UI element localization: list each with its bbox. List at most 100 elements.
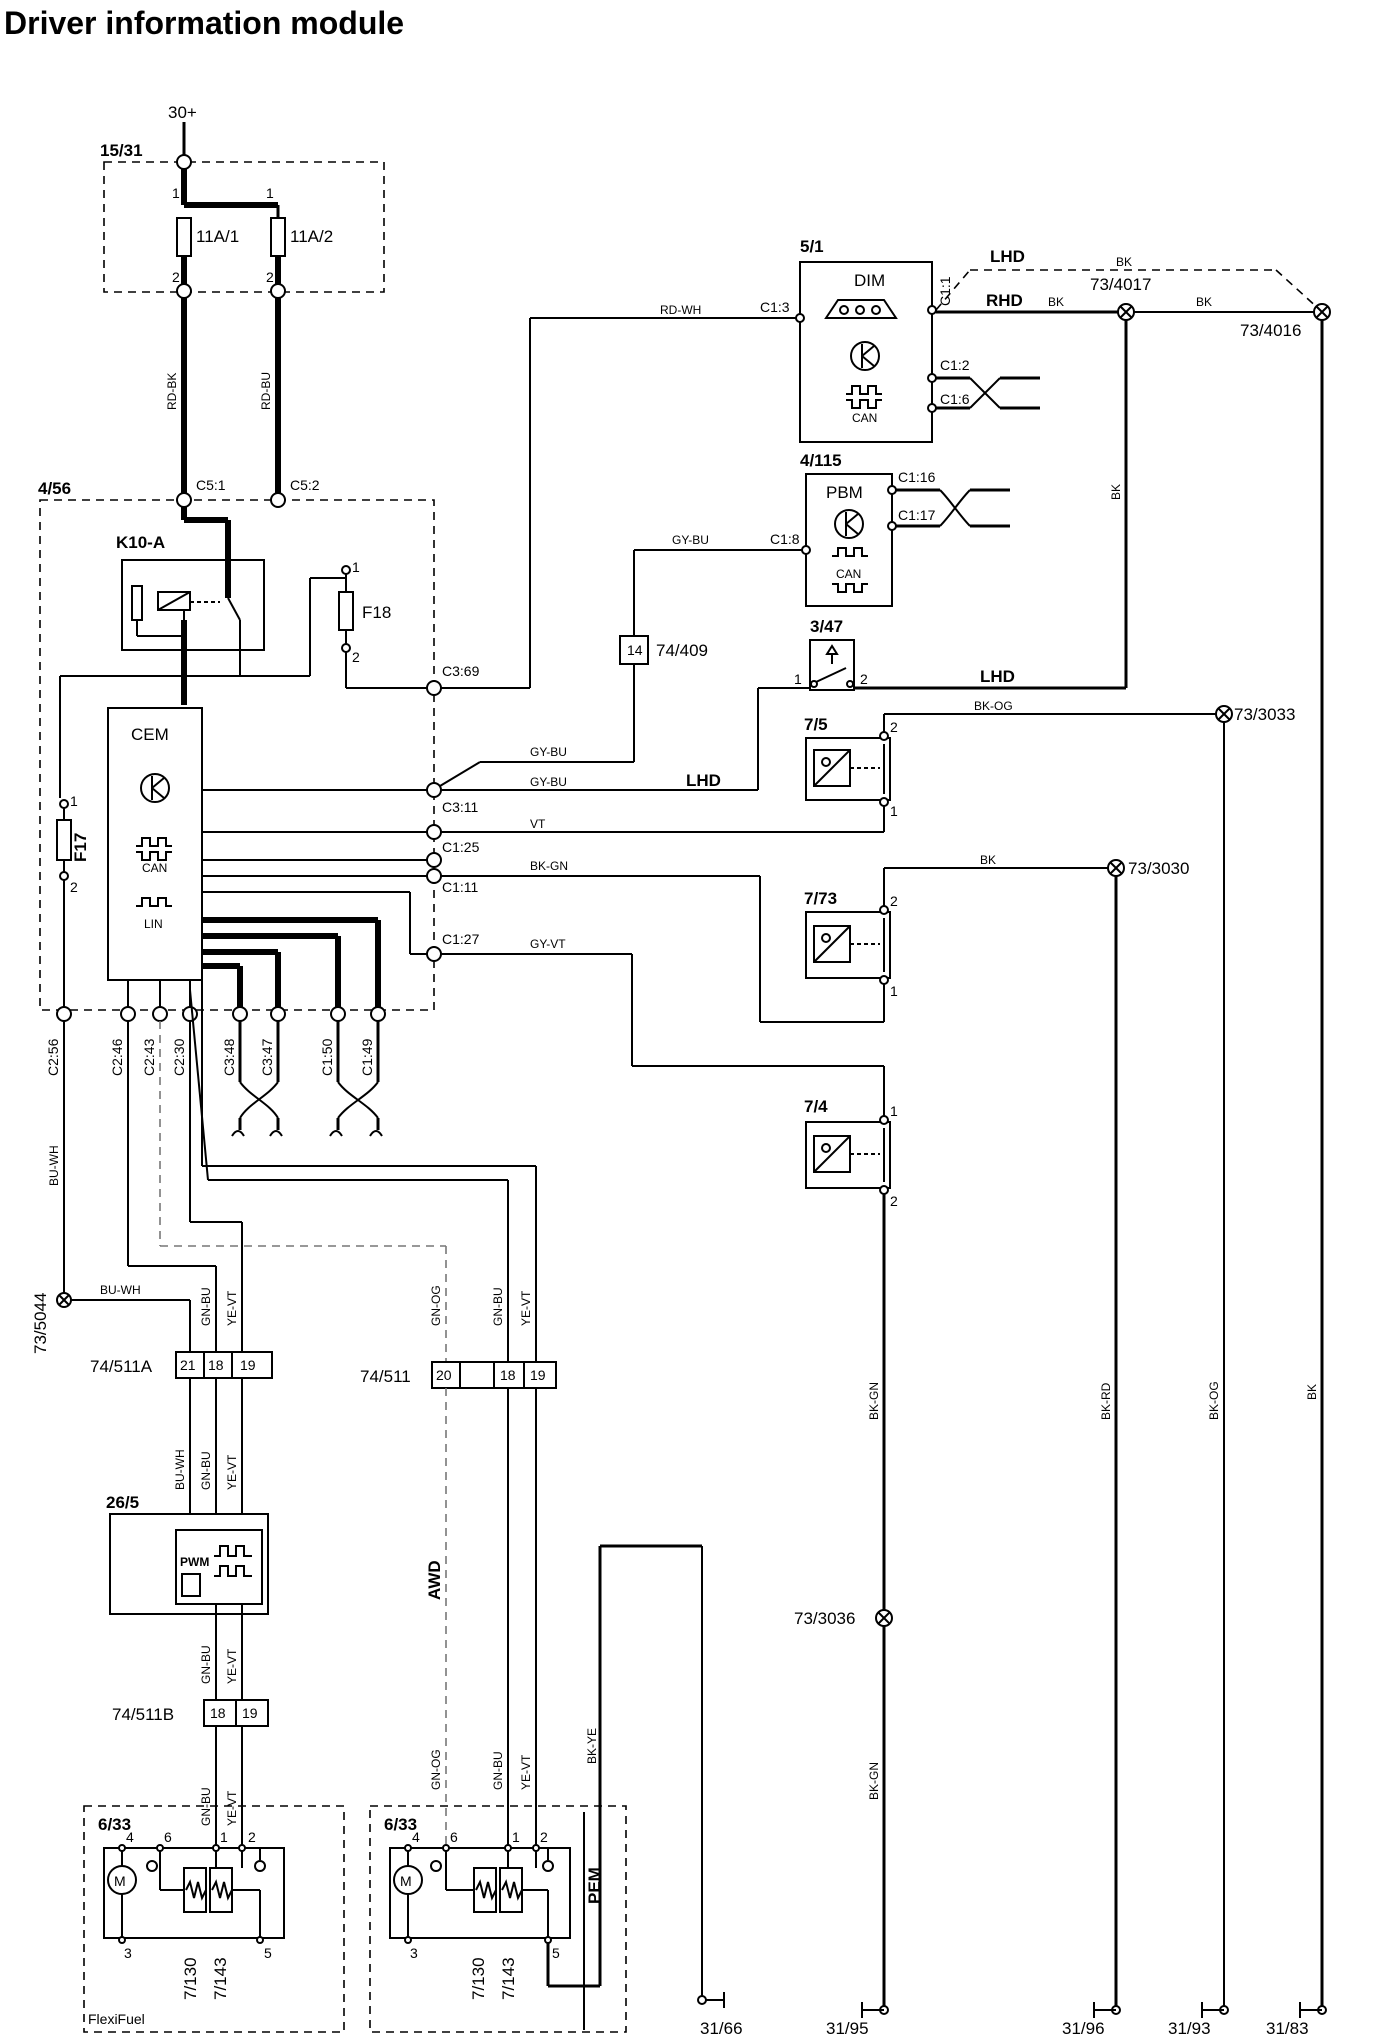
pin-label: 19: [242, 1705, 258, 1721]
cem-unit: [107, 707, 203, 981]
wire-label: BU-WH: [47, 1145, 61, 1186]
pin-label: C1:27: [442, 931, 480, 947]
connector-ref: 74/409: [656, 641, 708, 660]
fuse-11a1-label: 11A/1: [196, 227, 239, 246]
pin-label: C1:11: [442, 879, 479, 895]
lhd-label: LHD: [990, 247, 1025, 266]
earth-label: 31/95: [826, 2019, 869, 2038]
module-ref: 26/5: [106, 1493, 139, 1512]
earth-label: 31/96: [1062, 2019, 1105, 2038]
pump-flexifuel-housing: [83, 1805, 345, 2033]
pin-label: 5: [552, 1945, 560, 1961]
wire-label: BK-OG: [974, 699, 1013, 713]
wire-label: VT: [530, 817, 546, 831]
pin-label: 2: [540, 1829, 548, 1845]
pin-label: C5:2: [290, 477, 320, 493]
dim-name: DIM: [854, 271, 885, 290]
ground-label: 73/3030: [1128, 859, 1189, 878]
sensor-ref: 7/73: [804, 889, 837, 908]
sensor-ref: 7/4: [804, 1097, 828, 1116]
pbm-can-label: CAN: [836, 567, 861, 581]
ground-label: 73/3033: [1234, 705, 1295, 724]
pin-label: 1: [794, 671, 802, 687]
wire-label: YE-VT: [519, 1290, 533, 1326]
wire-label: BK: [1196, 295, 1212, 309]
connector-ref: 74/511B: [112, 1705, 174, 1724]
wire-label: RD-BU: [259, 372, 273, 410]
component-label: 7/143: [211, 1957, 230, 2000]
pin-label: C2:43: [141, 1038, 157, 1076]
pump-ref: 6/33: [384, 1815, 417, 1834]
pin-label: 1: [70, 793, 78, 809]
wire-label: GN-BU: [199, 1645, 213, 1684]
pbm-name: PBM: [826, 483, 863, 502]
wire-label: BU-WH: [100, 1283, 141, 1297]
rhd-label: RHD: [986, 291, 1023, 310]
pin-label: 2: [248, 1829, 256, 1845]
pin-label: 1: [890, 983, 898, 999]
wire-label: BK-GN: [867, 1762, 881, 1800]
pin-label: C3:48: [221, 1038, 237, 1076]
wire-label: GY-BU: [530, 775, 567, 789]
pin-label: 6: [450, 1829, 458, 1845]
pin-label: 20: [436, 1367, 452, 1383]
pin-label: 1: [890, 803, 898, 819]
wire-label: BK: [980, 853, 996, 867]
wire-label: YE-VT: [225, 1648, 239, 1684]
connector-ref: 74/511A: [90, 1357, 153, 1376]
flexifuel-label: FlexiFuel: [88, 2011, 145, 2027]
pin-label: 2: [890, 893, 898, 909]
dim-ref: 5/1: [800, 237, 824, 256]
fusebox-ref: 15/31: [100, 141, 143, 160]
awd-label: AWD: [425, 1560, 444, 1600]
connector-74-409: [619, 635, 649, 665]
pin-label: 2: [352, 649, 360, 665]
cem-can-label: CAN: [142, 861, 167, 875]
pin-label: 2: [266, 269, 274, 285]
component-label: 7/130: [181, 1957, 200, 2000]
fusebox-15-31: [103, 161, 385, 293]
wire-label: GN-BU: [199, 1451, 213, 1490]
pin-label: C1:2: [940, 357, 970, 373]
pin-label: 6: [164, 1829, 172, 1845]
wire-label: BK-OG: [1207, 1381, 1221, 1420]
fuse-f17: [56, 819, 72, 861]
cem-ref: 4/56: [38, 479, 71, 498]
dim-can-label: CAN: [852, 411, 877, 425]
lhd-label: LHD: [686, 771, 721, 790]
pin-label: 2: [890, 719, 898, 735]
pin-label: C1:49: [359, 1038, 375, 1076]
pin-label: 18: [208, 1357, 224, 1373]
fuse-11a2-label: 11A/2: [290, 227, 333, 246]
pin-label: C2:56: [45, 1038, 61, 1076]
pin-label: 1: [890, 1103, 898, 1119]
cem-name: CEM: [131, 725, 169, 744]
pin-label: C1:17: [898, 507, 936, 523]
pin-label: 2: [70, 879, 78, 895]
pin-label: C1:50: [319, 1038, 335, 1076]
wire-label: GN-BU: [199, 1287, 213, 1326]
earth-label: 31/93: [1168, 2019, 1211, 2038]
ground-label: 73/5044: [31, 1293, 50, 1354]
wire-label: YE-VT: [225, 1454, 239, 1490]
cem-housing: [39, 499, 435, 1011]
pin-label: 19: [530, 1367, 546, 1383]
pin-label: 19: [240, 1357, 256, 1373]
wire-label: GN-BU: [491, 1287, 505, 1326]
pin-label: C1:3: [760, 299, 790, 315]
pin-label: C5:1: [196, 477, 226, 493]
cem-lin-label: LIN: [144, 917, 163, 931]
wire-label: BK-GN: [867, 1382, 881, 1420]
pin-label: 1: [352, 559, 360, 575]
switch-ref: 3/47: [810, 617, 843, 636]
pin-label: C1:16: [898, 469, 936, 485]
wire-label: GN-BU: [491, 1751, 505, 1790]
svg-text:M: M: [400, 1873, 412, 1889]
ground-label: 73/4017: [1090, 275, 1151, 294]
pin-label: C1:25: [442, 839, 480, 855]
fuse-f18-label: F18: [362, 603, 391, 622]
pin-label: 4: [126, 1829, 134, 1845]
wire-label: BK: [1109, 484, 1123, 500]
component-label: 7/143: [499, 1957, 518, 2000]
pwm-label: PWM: [180, 1555, 209, 1569]
